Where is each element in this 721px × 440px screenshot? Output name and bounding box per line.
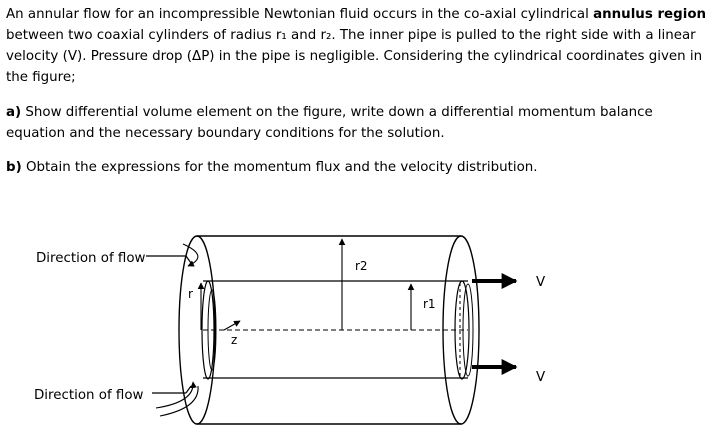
flow-arrow-bottom-curve-2 [159, 385, 199, 417]
flow-arrow-top-curve [182, 243, 199, 267]
intro-text-part1: An annular flow for an incompressible Ne… [6, 7, 594, 22]
flow-leader-top-tip [185, 255, 192, 264]
flow-direction-label-bottom: Direction of flow [34, 388, 144, 403]
question-a-text: Show differential volume element on the … [6, 105, 653, 141]
annulus-diagram: r z r2 r1 V V Direction of flow Directio… [34, 235, 546, 425]
r2-label: r2 [355, 259, 368, 273]
problem-intro: An annular flow for an incompressible Ne… [6, 4, 714, 88]
question-b-label: b) [6, 160, 22, 175]
velocity-label-bottom: V [536, 370, 546, 385]
r-axis-label: r [188, 287, 193, 301]
z-axis-label: z [231, 333, 237, 347]
question-a: a) Show differential volume element on t… [6, 102, 714, 144]
flow-leader-bottom-tip [185, 385, 192, 394]
z-axis-arrow [223, 320, 241, 331]
question-b-text: Obtain the expressions for the momentum … [21, 160, 538, 175]
velocity-label-top: V [536, 275, 546, 290]
annulus-figure: r z r2 r1 V V Direction of flow Directio… [0, 225, 721, 440]
r1-label: r1 [423, 297, 436, 311]
question-b: b) Obtain the expressions for the moment… [6, 157, 714, 178]
flow-arrow-bottom-curve [155, 381, 197, 409]
intro-text-part2: between two coaxial cylinders of radius … [6, 28, 703, 85]
question-a-label: a) [6, 105, 22, 120]
intro-bold-term: annulus region [593, 7, 707, 22]
flow-direction-label-top: Direction of flow [36, 251, 146, 266]
